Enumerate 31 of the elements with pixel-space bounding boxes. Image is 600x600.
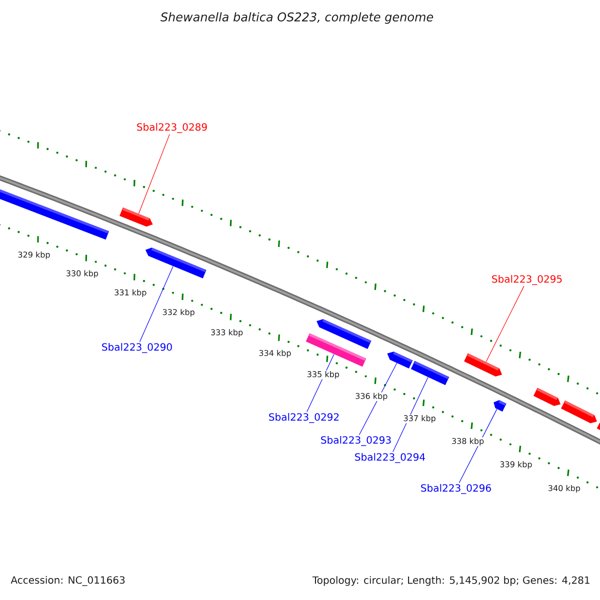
scale-label: 335 kbp <box>306 370 340 380</box>
gene-feature <box>494 400 506 412</box>
footer-text: Topology: circular; Length: 5,145,902 bp; Genes: 4,281 <box>312 576 591 586</box>
gene-feature <box>410 360 450 386</box>
gene-feature <box>387 352 413 369</box>
leader-line <box>458 408 498 484</box>
scale-label: 330 kbp <box>65 270 99 278</box>
gene-label: Sbal223_0296 <box>421 484 491 494</box>
footer-text: Accession: NC_011663 <box>10 576 126 586</box>
gene-feature <box>464 353 502 377</box>
leader-line <box>358 362 398 436</box>
scale-label: 333 kbp <box>210 328 244 338</box>
gene-label: Sbal223_0294 <box>355 453 425 463</box>
gene-feature <box>145 248 206 278</box>
leader-line <box>139 266 174 342</box>
scale-label: 339 kbp <box>499 460 533 470</box>
scale-label: 331 kbp <box>114 288 148 298</box>
leader-line <box>138 134 170 214</box>
gene-label: Sbal223_0295 <box>492 275 562 285</box>
gene-label: Sbal223_0292 <box>269 413 339 423</box>
leader-line <box>486 286 524 362</box>
gene-label: Sbal223_0290 <box>102 343 172 353</box>
gene-feature <box>533 388 561 406</box>
leader-line <box>392 376 428 452</box>
gene-feature <box>306 333 366 367</box>
gene-feature <box>120 207 153 227</box>
title: Shewanella baltica OS223, complete genome <box>160 12 434 24</box>
gene-label: Sbal223_0289 <box>137 123 207 133</box>
gene-feature <box>561 400 597 424</box>
gene-label: Sbal223_0293 <box>321 436 391 446</box>
scale-label: 337 kbp <box>402 414 436 424</box>
